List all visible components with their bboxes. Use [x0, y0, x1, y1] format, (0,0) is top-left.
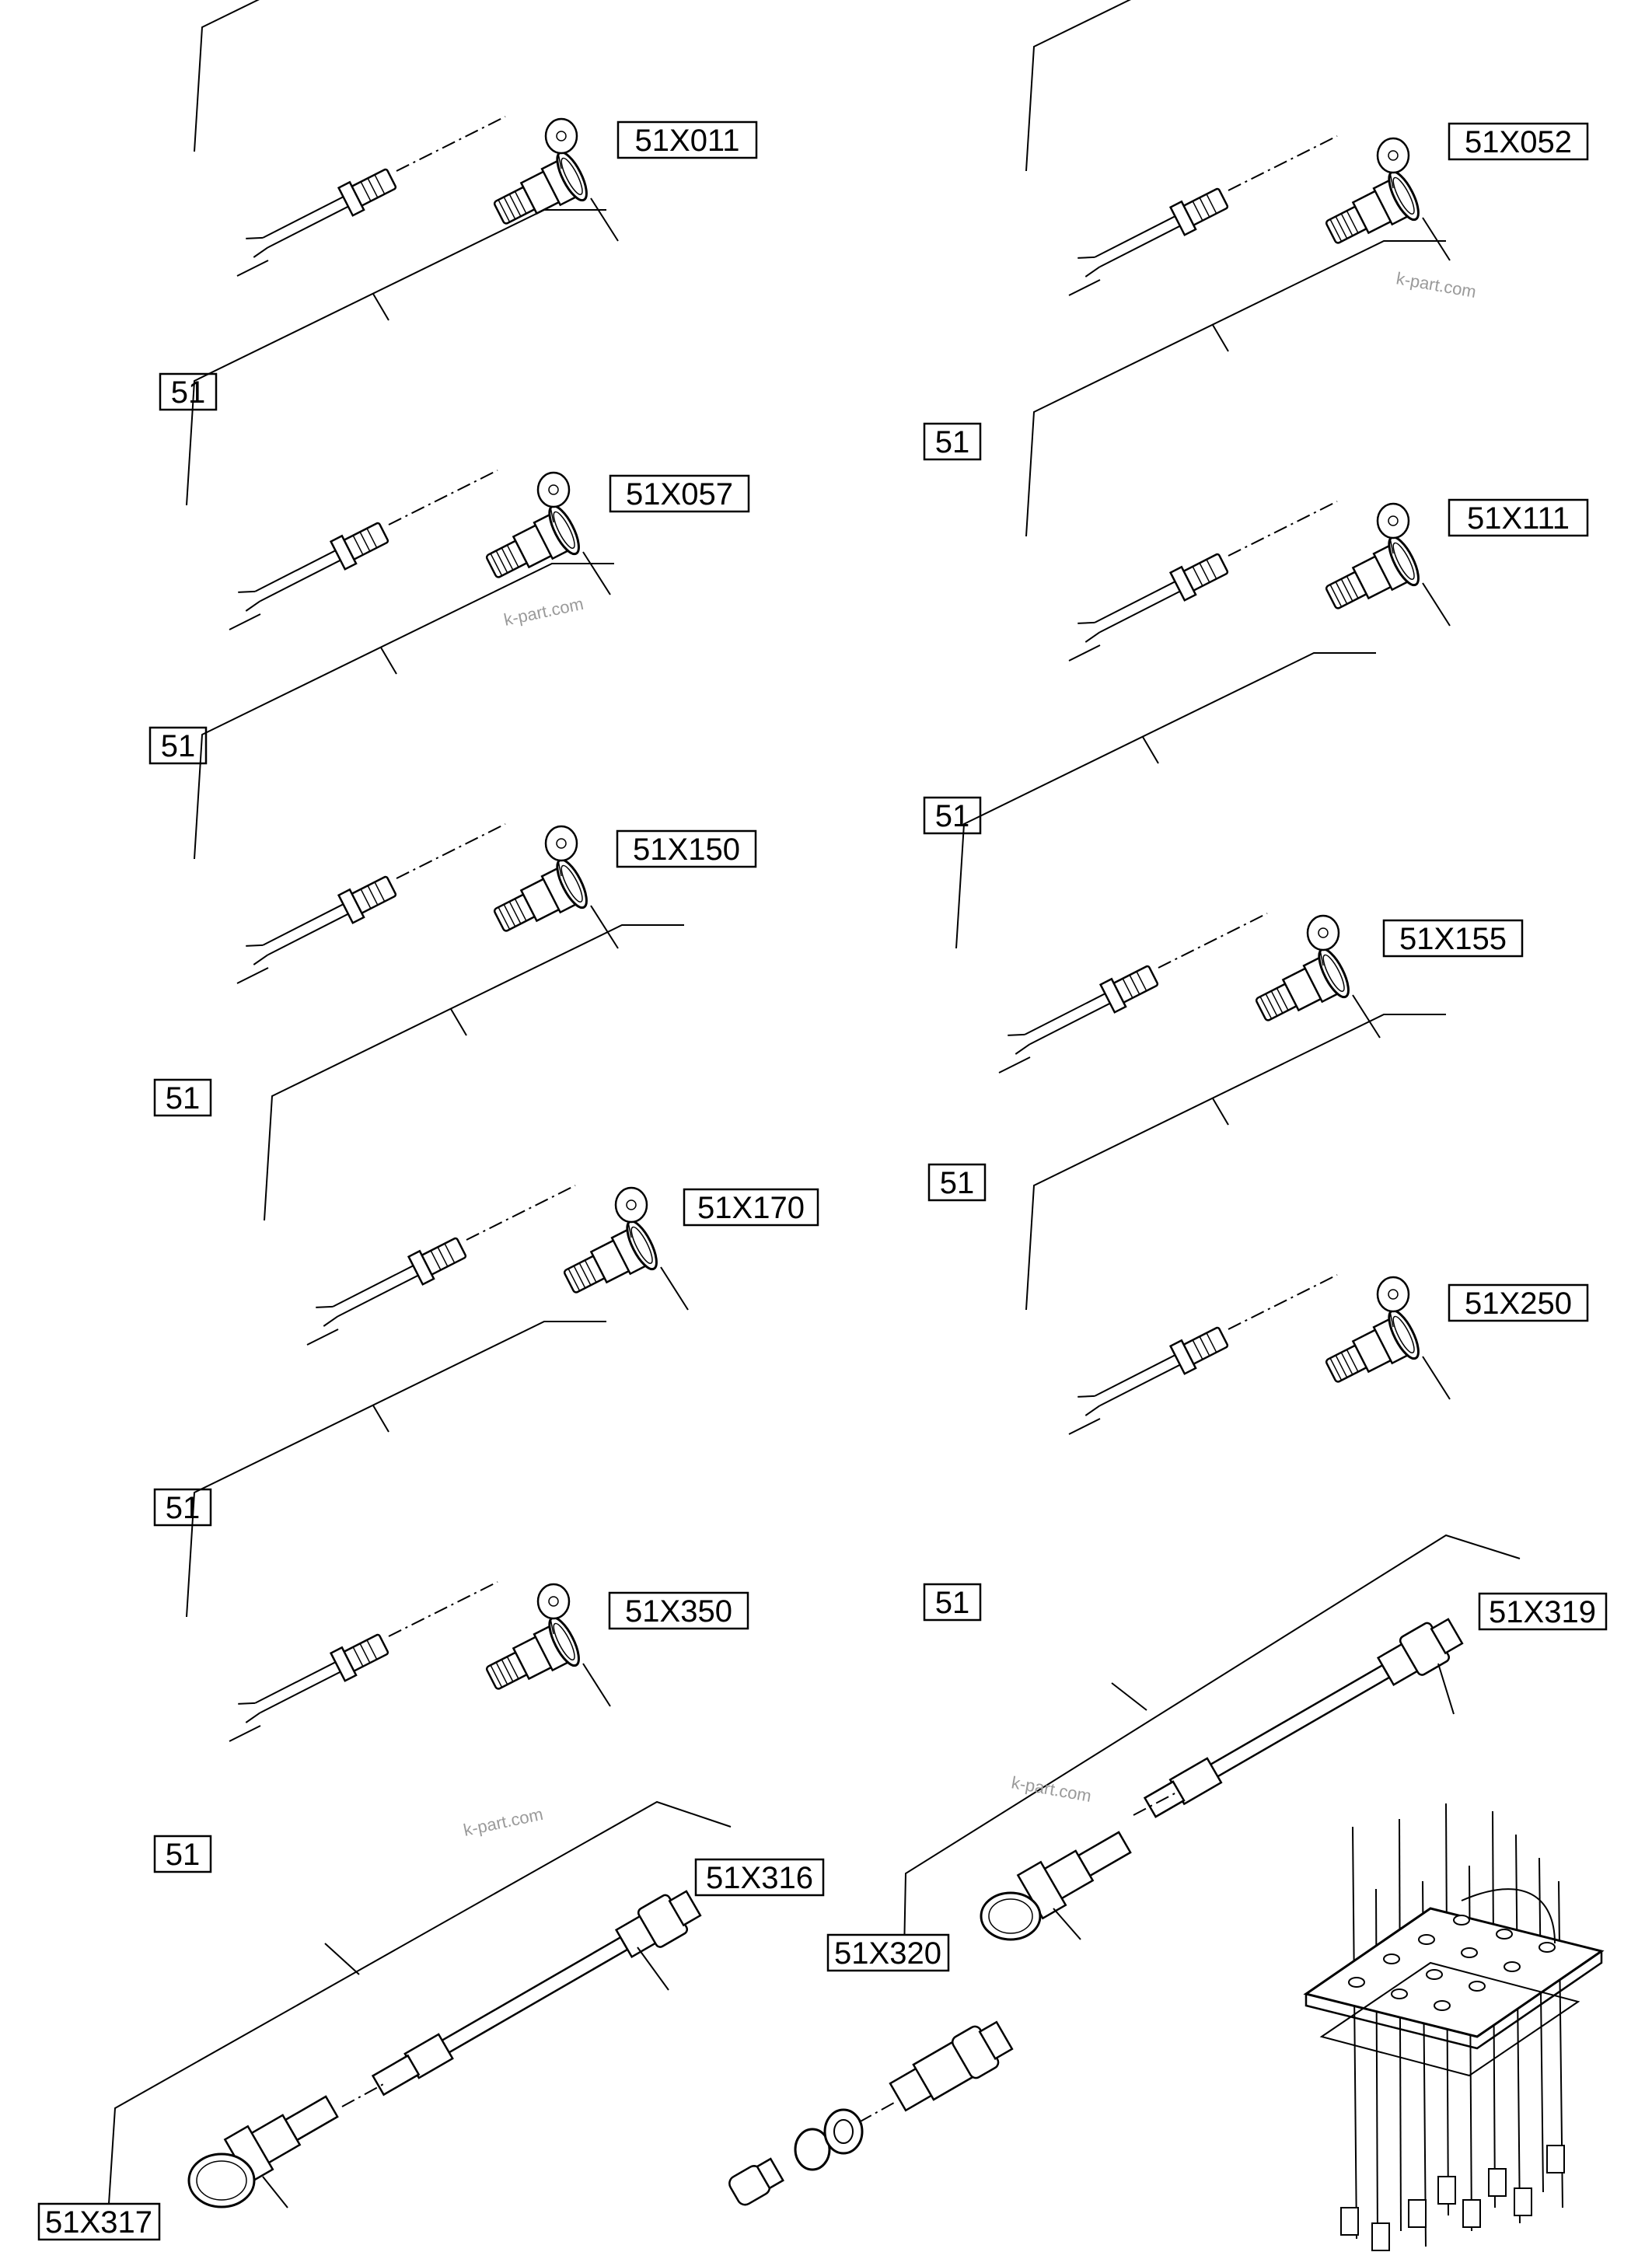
callout-51: 51 [166, 1081, 201, 1116]
callout-51X111: 51X111 [1467, 501, 1570, 536]
callout-51X320: 51X320 [834, 1936, 941, 1971]
callout-51X170: 51X170 [697, 1191, 805, 1225]
assembly-51X057: 51X057 51 [148, 208, 750, 765]
callout-51: 51 [171, 375, 206, 410]
assembly-51X350: 51X350 51 [153, 1320, 749, 1873]
assembly-51X150: 51X150 51 [153, 562, 757, 1117]
assembly-51X052: 51X052 51 [923, 0, 1589, 461]
watermark: k-part.com [462, 1804, 545, 1840]
assembly-51X011: 51X011 51 [159, 0, 758, 411]
callout-51X350: 51X350 [625, 1594, 732, 1629]
assembly-51X170: 51X170 51 [153, 924, 819, 1527]
callout-51: 51 [935, 425, 970, 459]
callout-51: 51 [161, 729, 196, 763]
harness-51X319-51X320: 51X319 51X320 [826, 1534, 1608, 1972]
callout-51X011: 51X011 [635, 124, 740, 158]
callout-51X319: 51X319 [1489, 1595, 1596, 1629]
assembly-51X155: 51X155 51 [927, 651, 1524, 1202]
callout-51: 51 [940, 1166, 975, 1200]
harness-51X316-51X317: 51X316 51X317 [37, 1800, 825, 2241]
callout-51X057: 51X057 [626, 477, 733, 512]
callout-51: 51 [935, 1586, 970, 1620]
watermark: k-part.com [502, 594, 585, 630]
watermark: k-part.com [1395, 268, 1478, 302]
exploded-fitting-parts [728, 2020, 1014, 2206]
callout-51X250: 51X250 [1465, 1287, 1572, 1321]
harness-plate-assembly [1303, 1803, 1605, 2251]
callout-51X052: 51X052 [1465, 125, 1572, 159]
assembly-51X111: 51X111 51 [923, 239, 1589, 835]
assembly-51X250: 51X250 51 [923, 1013, 1589, 1622]
callout-51X150: 51X150 [633, 833, 740, 867]
callout-51X317: 51X317 [45, 2205, 152, 2240]
callout-51: 51 [166, 1838, 201, 1872]
callout-51X316: 51X316 [706, 1861, 813, 1895]
callout-51X155: 51X155 [1399, 922, 1507, 956]
